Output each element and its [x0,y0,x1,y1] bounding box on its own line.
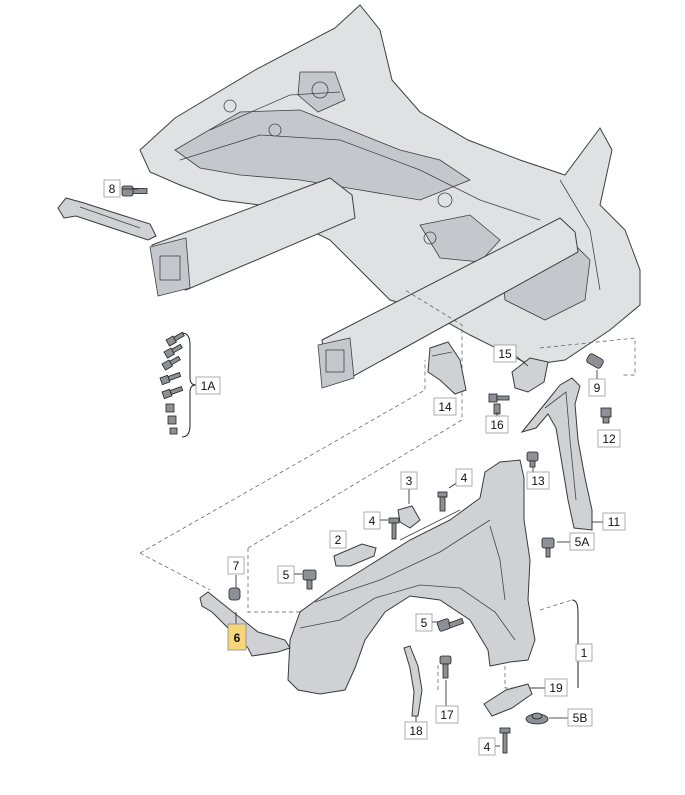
callout-2-text: 2 [335,533,342,547]
callout-5b[interactable]: 5B [567,708,593,727]
part-4-bolt-upper [437,491,448,512]
callout-1a[interactable]: 1A [195,376,221,395]
callout-4-lower[interactable]: 4 [478,737,496,756]
part-5-screw-upper [302,569,317,590]
callout-5-upper-text: 5 [283,568,290,582]
part-5b-nut [525,712,549,725]
part-1-fender [287,459,536,695]
callout-5a-text: 5A [575,535,590,549]
part-11-liner [520,377,593,531]
part-1a-fasteners [159,331,197,438]
callout-1-text: 1 [581,646,588,660]
callout-5-lower[interactable]: 5 [415,613,433,632]
callout-14-text: 14 [438,400,452,414]
callout-18-text: 18 [409,724,423,738]
part-14 [427,341,467,395]
callout-6[interactable]: 6 [227,623,247,651]
callout-14[interactable]: 14 [433,397,457,416]
callout-11[interactable]: 11 [602,512,626,531]
callout-1a-text: 1A [201,379,216,393]
callout-4-upper-text: 4 [461,471,468,485]
part-4-bolt-lower [499,727,511,754]
callout-7[interactable]: 7 [227,556,245,575]
part-12-clip [600,407,612,424]
callout-15[interactable]: 15 [493,344,517,363]
callout-17-text: 17 [440,708,454,722]
part-8-bolt [121,185,148,197]
callout-3-text: 3 [406,474,413,488]
callout-15-text: 15 [498,347,512,361]
callout-3[interactable]: 3 [400,471,418,490]
callout-5-lower-text: 5 [421,616,428,630]
part-17-bolt [439,655,452,679]
callout-7-text: 7 [233,559,240,573]
callout-9[interactable]: 9 [588,378,606,397]
callout-12-text: 12 [602,432,616,446]
part-4-bolt-middle [388,517,400,540]
callout-13-text: 13 [531,474,545,488]
callout-17[interactable]: 17 [435,705,459,724]
part-16-bolt [488,393,510,415]
callout-19[interactable]: 19 [544,678,568,697]
callout-12[interactable]: 12 [597,429,621,448]
part-15 [511,357,549,393]
part-13-bolt [526,451,539,468]
callout-6-text: 6 [234,631,241,645]
part-19-bracket [483,683,533,717]
callout-11-text: 11 [608,515,621,529]
vehicle-front-structure [139,4,641,389]
part-7-nut [228,587,241,601]
callout-2[interactable]: 2 [329,530,347,549]
callout-5-upper[interactable]: 5 [277,565,295,584]
part-5-screw-lower [436,617,465,632]
callout-8[interactable]: 8 [103,179,121,198]
callout-4-lower-text: 4 [484,740,491,754]
callout-16[interactable]: 16 [485,415,509,434]
part-9-plug [586,353,604,369]
callout-19-text: 19 [549,681,563,695]
callout-5a[interactable]: 5A [569,532,595,551]
callout-5b-text: 5B [573,711,588,725]
part-2-bracket [333,543,377,567]
callout-9-text: 9 [594,381,601,395]
callout-4-upper[interactable]: 4 [455,468,473,487]
callout-4-middle-text: 4 [369,514,376,528]
part-18-trim [403,645,423,717]
callout-4-middle[interactable]: 4 [363,511,381,530]
part-5a-screw [541,537,555,558]
callout-8-text: 8 [109,182,116,196]
callout-16-text: 16 [490,418,504,432]
part-8-bracket [57,197,157,241]
part-3-clip [397,505,421,529]
callout-13[interactable]: 13 [526,471,550,490]
callout-1[interactable]: 1 [575,643,593,662]
callout-18[interactable]: 18 [404,721,428,740]
